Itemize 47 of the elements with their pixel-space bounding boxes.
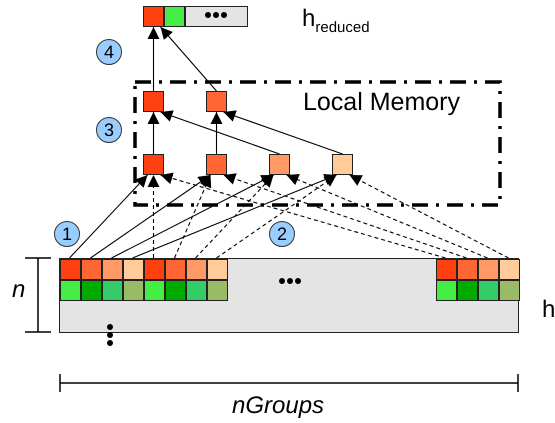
dashed-arrow	[148, 175, 160, 258]
var-label: h	[542, 296, 555, 324]
array-cell	[499, 259, 520, 280]
array-cell	[144, 259, 165, 280]
array-cell	[332, 154, 353, 175]
arrow	[160, 26, 217, 92]
dashed-arrow	[195, 174, 274, 258]
dashed-arrow	[216, 174, 337, 258]
array-cell	[206, 91, 227, 112]
callout-number: 1	[54, 221, 80, 247]
array-cell	[206, 154, 227, 175]
array-cell	[478, 259, 499, 280]
array-cell	[143, 6, 164, 27]
array-cell	[143, 91, 164, 112]
region-label: Local Memory	[303, 88, 460, 117]
arrow	[160, 110, 280, 155]
arrow	[69, 174, 148, 258]
array-cell	[186, 259, 207, 280]
dashed-arrow	[286, 174, 488, 258]
array-cell	[102, 259, 123, 280]
var-label: h$_{reduced}$	[302, 5, 370, 36]
dimension-label: nGroups	[232, 392, 324, 420]
arrow	[111, 174, 274, 258]
callout-number: 3	[96, 117, 122, 143]
callout-number: 4	[96, 39, 122, 65]
array-cell	[81, 259, 102, 280]
memory-region	[133, 80, 502, 207]
dashed-arrow	[223, 173, 467, 259]
array-cell	[457, 259, 478, 280]
arrow	[223, 110, 343, 155]
array-cell	[269, 154, 290, 175]
array-cell	[143, 154, 164, 175]
arrow	[210, 112, 222, 154]
arrow	[148, 27, 160, 91]
array-cell	[60, 259, 81, 280]
array-cell	[207, 259, 228, 280]
array-cell	[436, 259, 457, 280]
arrow	[148, 112, 160, 154]
array-cell	[123, 259, 144, 280]
callout-number: 2	[269, 221, 295, 247]
array-cell	[165, 259, 186, 280]
dimension-label: n	[12, 276, 26, 304]
arrow	[132, 174, 337, 258]
dashed-arrow	[349, 174, 509, 258]
dashed-arrow	[174, 174, 212, 258]
dashed-arrow	[160, 172, 446, 259]
arrow	[90, 174, 211, 258]
